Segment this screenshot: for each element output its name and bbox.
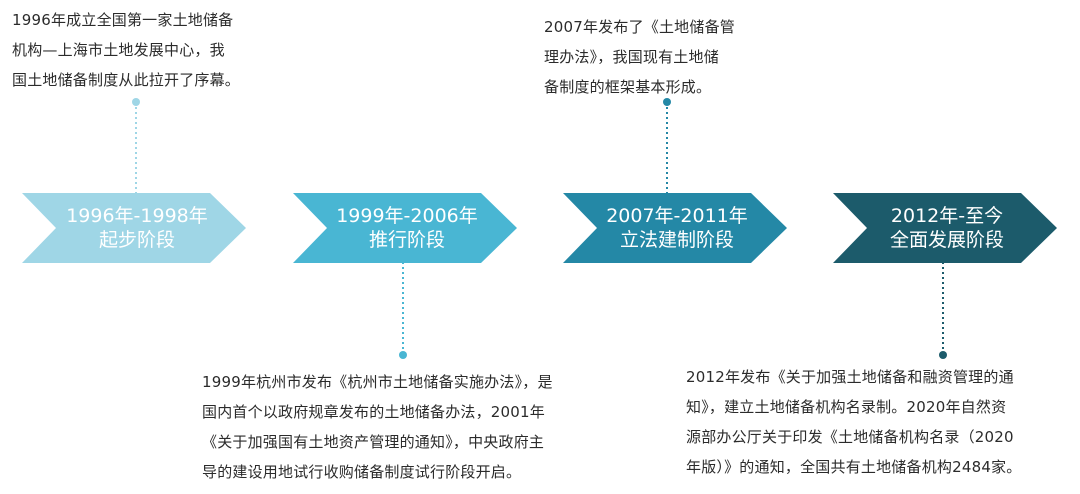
stage-years-1: 1996年-1998年 [66, 205, 208, 227]
note-line: 备制度的框架基本形成。 [544, 78, 712, 96]
stage-arrow-2 [293, 193, 517, 263]
connector-dot-1 [132, 98, 140, 106]
stage-years-3: 2007年-2011年 [606, 205, 748, 227]
stage-label-1: 1996年-1998年 起步阶段 [37, 204, 237, 252]
connector-dot-3 [663, 98, 671, 106]
note-line: 知》，建立土地储备机构名录制。2020年自然资 [686, 398, 1007, 416]
stage-label-4: 2012年-至今 全面发展阶段 [847, 204, 1047, 252]
stage-name-4: 全面发展阶段 [889, 229, 1004, 251]
stage-label-3: 2007年-2011年 立法建制阶段 [577, 204, 777, 252]
stage-name-2: 推行阶段 [368, 229, 445, 251]
stage-arrow-4 [833, 193, 1057, 263]
connector-dot-4 [939, 351, 947, 359]
stage-label-2: 1999年-2006年 推行阶段 [307, 204, 507, 252]
stage-name-3: 立法建制阶段 [619, 229, 734, 251]
note-line: 源部办公厅关于印发《土地储备机构名录（2020 [686, 428, 1014, 446]
note-line: 2012年发布《关于加强土地储备和融资管理的通 [686, 368, 1014, 386]
note-line: 1999年杭州市发布《杭州市土地储备实施办法》，是 [202, 373, 553, 391]
note-line: 2007年发布了《土地储备管 [544, 18, 735, 36]
stage-name-1: 起步阶段 [98, 229, 175, 251]
note-line: 机构—上海市土地发展中心，我 [12, 41, 225, 59]
connector-dot-2 [399, 351, 407, 359]
stage-arrow-1 [22, 193, 246, 263]
note-line: 1996年成立全国第一家土地储备 [12, 11, 234, 29]
note-2007: 2007年发布了《土地储备管 理办法》，我国现有土地储 备制度的框架基本形成。 [544, 12, 735, 102]
note-line: 导的建设用地试行收购储备制度试行阶段开启。 [202, 463, 522, 481]
note-line: 国内首个以政府规章发布的土地储备办法，2001年 [202, 403, 545, 421]
note-line: 《关于加强国有土地资产管理的通知》，中央政府主 [202, 433, 545, 451]
note-line: 年版）》的通知，全国共有土地储备机构2484家。 [686, 458, 1022, 476]
note-2012: 2012年发布《关于加强土地储备和融资管理的通 知》，建立土地储备机构名录制。2… [686, 362, 1021, 482]
note-1996: 1996年成立全国第一家土地储备 机构—上海市土地发展中心，我 国土地储备制度从… [12, 5, 240, 95]
note-line: 国土地储备制度从此拉开了序幕。 [12, 71, 241, 89]
note-1999: 1999年杭州市发布《杭州市土地储备实施办法》，是 国内首个以政府规章发布的土地… [202, 367, 553, 487]
stage-years-2: 1999年-2006年 [336, 205, 478, 227]
stage-arrow-3 [563, 193, 787, 263]
stage-years-4: 2012年-至今 [890, 205, 1004, 227]
note-line: 理办法》，我国现有土地储 [544, 48, 719, 66]
